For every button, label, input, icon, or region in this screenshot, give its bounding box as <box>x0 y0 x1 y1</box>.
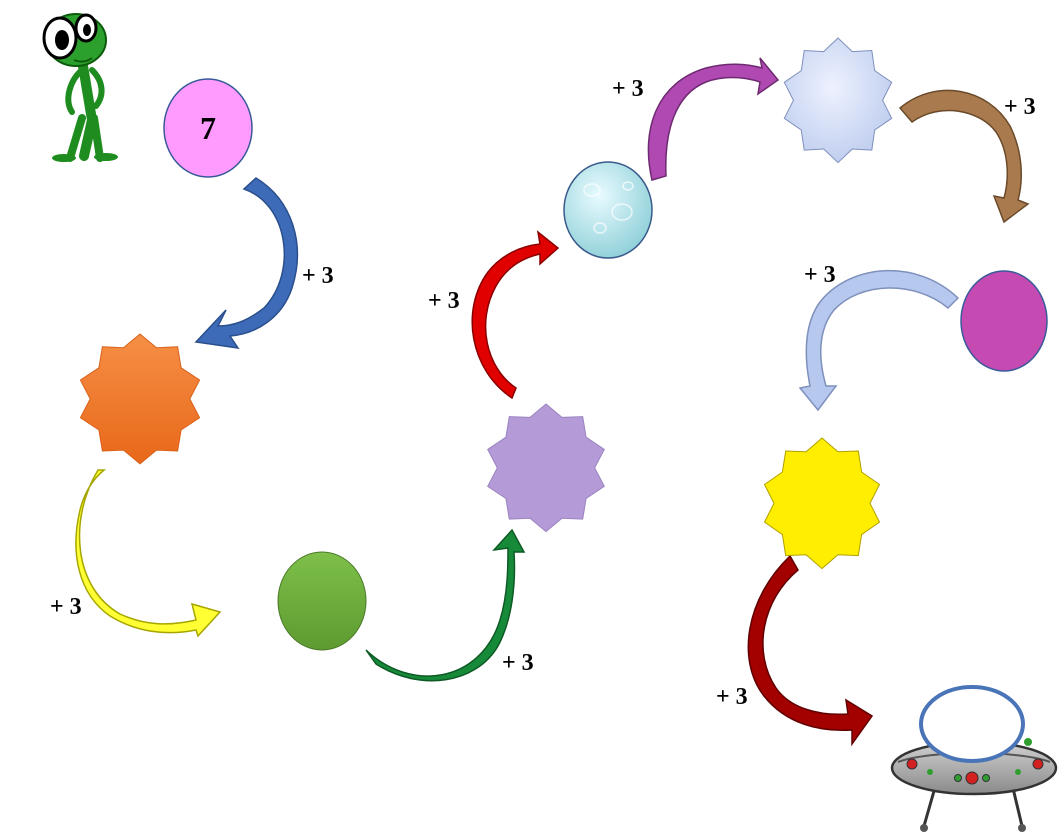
pale-star <box>783 37 893 164</box>
arrow-2 <box>75 469 222 638</box>
arrow-4 <box>471 230 560 400</box>
arrow-3 <box>365 528 526 682</box>
step-label-6: + 3 <box>1004 94 1036 120</box>
start-number: 7 <box>200 110 216 146</box>
arrow-8 <box>747 554 874 747</box>
green-circle <box>277 551 367 651</box>
arrow-7 <box>798 270 960 412</box>
aqua-bubbles <box>583 181 634 234</box>
step-label-3: + 3 <box>502 650 534 676</box>
start-circle: 7 <box>163 78 253 178</box>
step-label-7: + 3 <box>804 262 836 288</box>
step-label-1: + 3 <box>302 263 334 289</box>
alien-icon <box>42 13 118 162</box>
magenta-circle <box>960 270 1048 372</box>
arrow-1 <box>194 177 299 349</box>
step-label-8: + 3 <box>716 684 748 710</box>
step-label-4: + 3 <box>428 288 460 314</box>
lilac-star <box>487 403 605 533</box>
arrow-6 <box>898 89 1030 224</box>
orange-star <box>79 333 201 465</box>
aqua-circle <box>563 161 653 259</box>
step-label-2: + 3 <box>50 594 82 620</box>
arrow-5 <box>647 57 780 181</box>
answer-ring <box>919 685 1025 763</box>
step-label-5: + 3 <box>612 76 644 102</box>
yellow-star <box>763 437 881 570</box>
